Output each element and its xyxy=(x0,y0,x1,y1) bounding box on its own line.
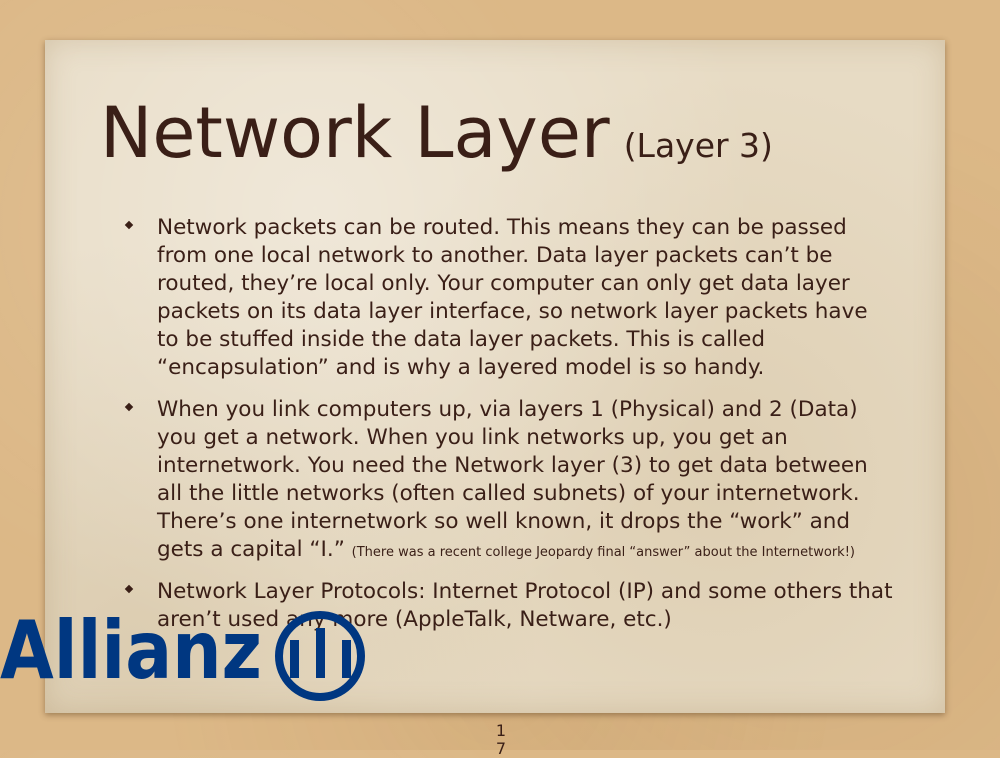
bullet-text: Network packets can be routed. This mean… xyxy=(157,215,868,380)
bullet-diamond-icon xyxy=(124,402,134,412)
bullet-diamond-icon xyxy=(124,220,134,230)
bullet-text: Network Layer Protocols: Internet Protoc… xyxy=(157,579,893,632)
bullet-item: When you link computers up, via layers 1… xyxy=(124,396,894,564)
title-suffix: (Layer 3) xyxy=(623,126,773,165)
bullet-diamond-icon xyxy=(124,584,134,594)
bullet-note: (There was a recent college Jeopardy fin… xyxy=(351,545,855,560)
page-number: 17 xyxy=(495,721,507,758)
bullet-item: Network Layer Protocols: Internet Protoc… xyxy=(124,578,894,634)
bullet-list: Network packets can be routed. This mean… xyxy=(124,214,894,648)
slide-paper xyxy=(45,40,945,713)
title-main: Network Layer xyxy=(100,92,610,174)
bullet-text: When you link computers up, via layers 1… xyxy=(157,397,868,562)
bullet-item: Network packets can be routed. This mean… xyxy=(124,214,894,382)
slide-title: Network Layer (Layer 3) xyxy=(100,92,773,174)
